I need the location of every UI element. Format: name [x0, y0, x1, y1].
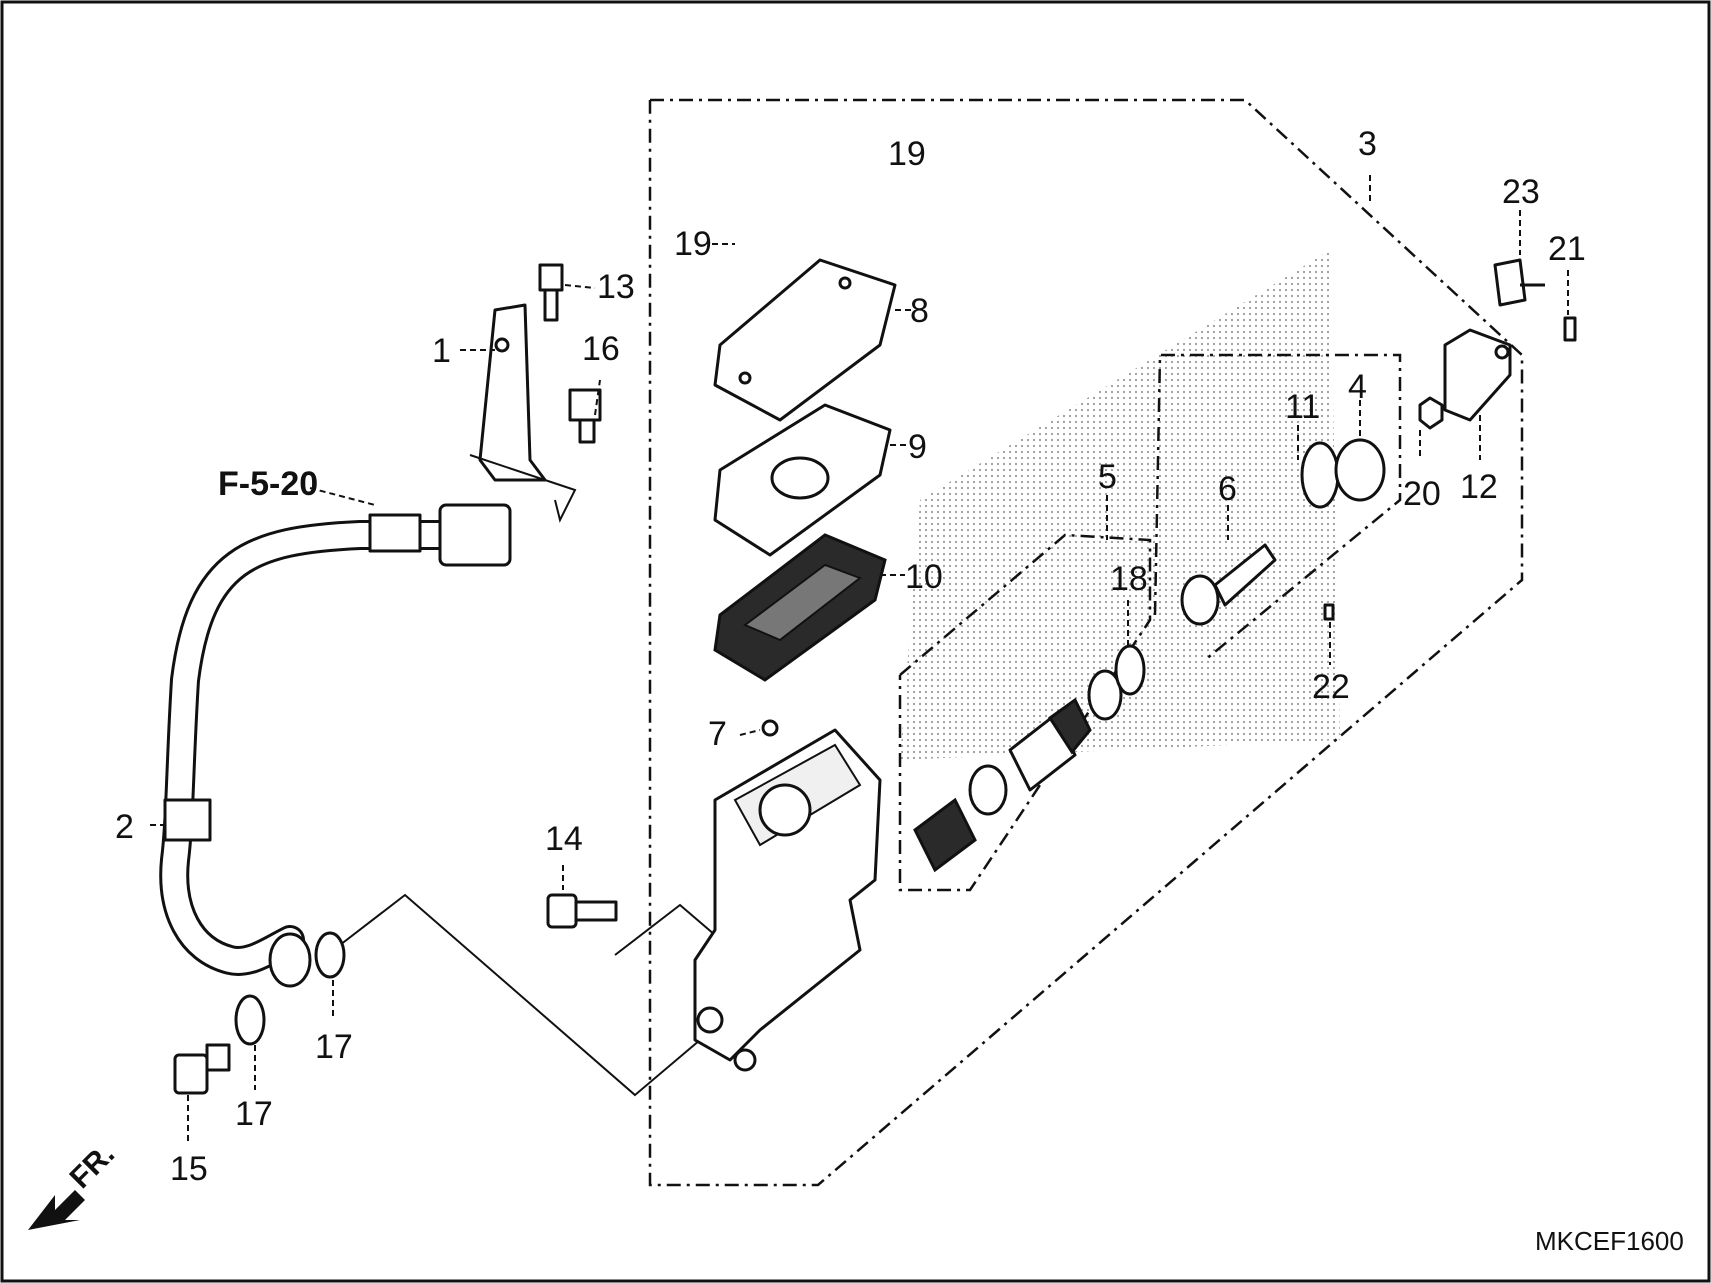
- callout-9: 9: [908, 428, 927, 466]
- callout-22: 22: [1312, 668, 1350, 706]
- callout-3: 3: [1358, 125, 1377, 163]
- snap-ring: [1300, 441, 1340, 509]
- reference-label: F-5-20: [218, 465, 318, 503]
- callout-19-top: 19: [888, 135, 926, 173]
- callout-5: 5: [1098, 458, 1117, 496]
- callout-15: 15: [170, 1150, 208, 1188]
- assembly-boundary: [648, 98, 1524, 1187]
- callout-11: 11: [1285, 388, 1320, 426]
- leader-lines: [150, 175, 1569, 1145]
- callout-2: 2: [115, 808, 134, 846]
- hose-fitting-upper: [368, 513, 422, 553]
- seal-kit-boundary: [1153, 353, 1402, 661]
- callout-8: 8: [910, 292, 929, 330]
- callout-21: 21: [1548, 230, 1586, 268]
- callout-20: 20: [1403, 475, 1441, 513]
- brake-hose: [159, 503, 512, 988]
- cup-2: [1087, 669, 1123, 721]
- bolt-13: [538, 263, 564, 322]
- reservoir-cap: [713, 258, 897, 422]
- spring: [913, 797, 977, 873]
- callout-17-lower: 17: [235, 1095, 273, 1133]
- callout-12: 12: [1460, 468, 1498, 506]
- bolt-16: [568, 388, 602, 444]
- bolt-15: [173, 1043, 231, 1095]
- background-shading: [900, 250, 1340, 760]
- callout-6: 6: [1218, 470, 1237, 508]
- pin-23: [1493, 258, 1545, 307]
- callout-23: 23: [1502, 173, 1540, 211]
- o-ring-18: [1114, 644, 1146, 696]
- front-direction-indicator: FR.: [28, 1137, 121, 1230]
- nut-20: [1418, 396, 1444, 430]
- callout-1: 1: [432, 332, 451, 370]
- cotter-pin-21: [1563, 316, 1577, 342]
- joint-12: [1443, 328, 1512, 422]
- bolt-14: [546, 893, 618, 929]
- hose-collar: [163, 798, 212, 842]
- push-rod: [1180, 543, 1277, 626]
- spring-pin-22: [1323, 603, 1335, 621]
- boot: [1334, 438, 1386, 502]
- bolt-connection-line: [339, 893, 701, 1097]
- hose-banjo-lower: [268, 932, 312, 988]
- callout-10: 10: [905, 558, 943, 596]
- diaphragm-plate: [713, 403, 892, 557]
- front-label: FR.: [64, 1137, 122, 1195]
- callout-14: 14: [545, 820, 583, 858]
- callout-19-left: 19: [674, 225, 712, 263]
- piston: [1008, 697, 1092, 792]
- callout-7: 7: [708, 715, 727, 753]
- diaphragm: [713, 533, 887, 682]
- cup-1: [968, 764, 1008, 816]
- piston-kit-boundary: [898, 533, 1152, 892]
- washer-17-upper: [314, 931, 346, 979]
- drawing-code: MKCEF1600: [1535, 1226, 1684, 1256]
- callout-13: 13: [597, 268, 635, 306]
- callout-18: 18: [1110, 560, 1148, 598]
- callout-4: 4: [1348, 368, 1367, 406]
- bracket: [469, 303, 577, 523]
- washer-17-lower: [234, 994, 266, 1046]
- hose-banjo-upper: [438, 503, 512, 567]
- callout-17-upper: 17: [315, 1028, 353, 1066]
- callouts: 1 2 3 4 5 6 7 8 9 10 11 12 13 14 15 16 1…: [115, 125, 1586, 1188]
- master-cylinder-body: [693, 728, 882, 1072]
- callout-16: 16: [582, 330, 620, 368]
- bolt14-connection-line: [614, 903, 716, 956]
- screw-7: [761, 719, 779, 737]
